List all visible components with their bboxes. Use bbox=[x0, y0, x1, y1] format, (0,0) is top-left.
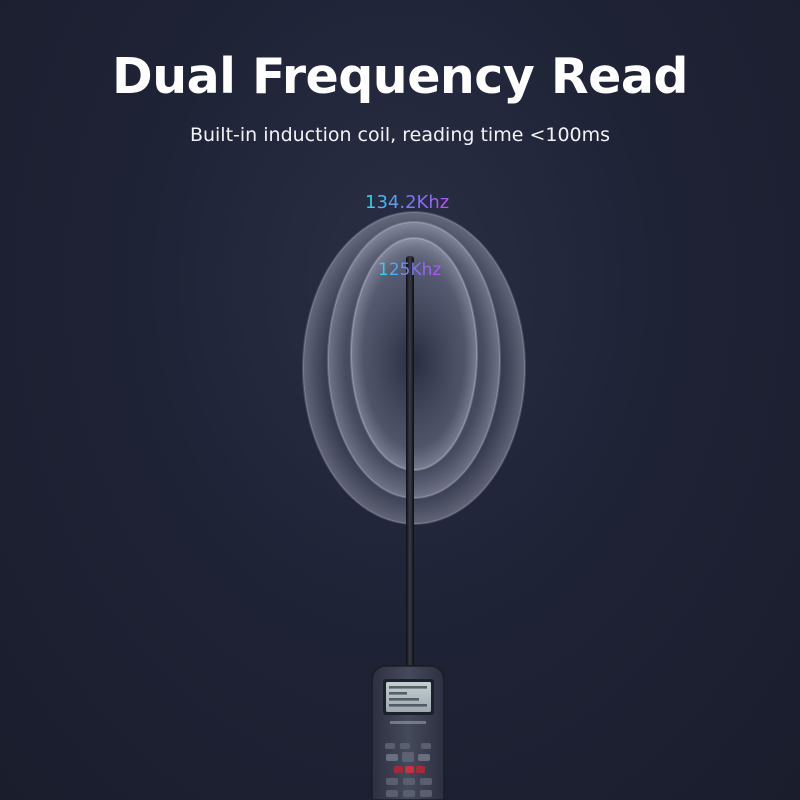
subtitle: Built-in induction coil, reading time <1… bbox=[189, 124, 611, 146]
antenna-rod bbox=[406, 256, 414, 668]
keypad bbox=[385, 743, 432, 797]
frequency-label-125khz: 125Khz bbox=[378, 260, 442, 280]
headline: Dual Frequency Read bbox=[112, 48, 688, 105]
handheld-reader bbox=[371, 665, 445, 800]
frequency-label-134khz: 134.2Khz bbox=[365, 192, 450, 213]
